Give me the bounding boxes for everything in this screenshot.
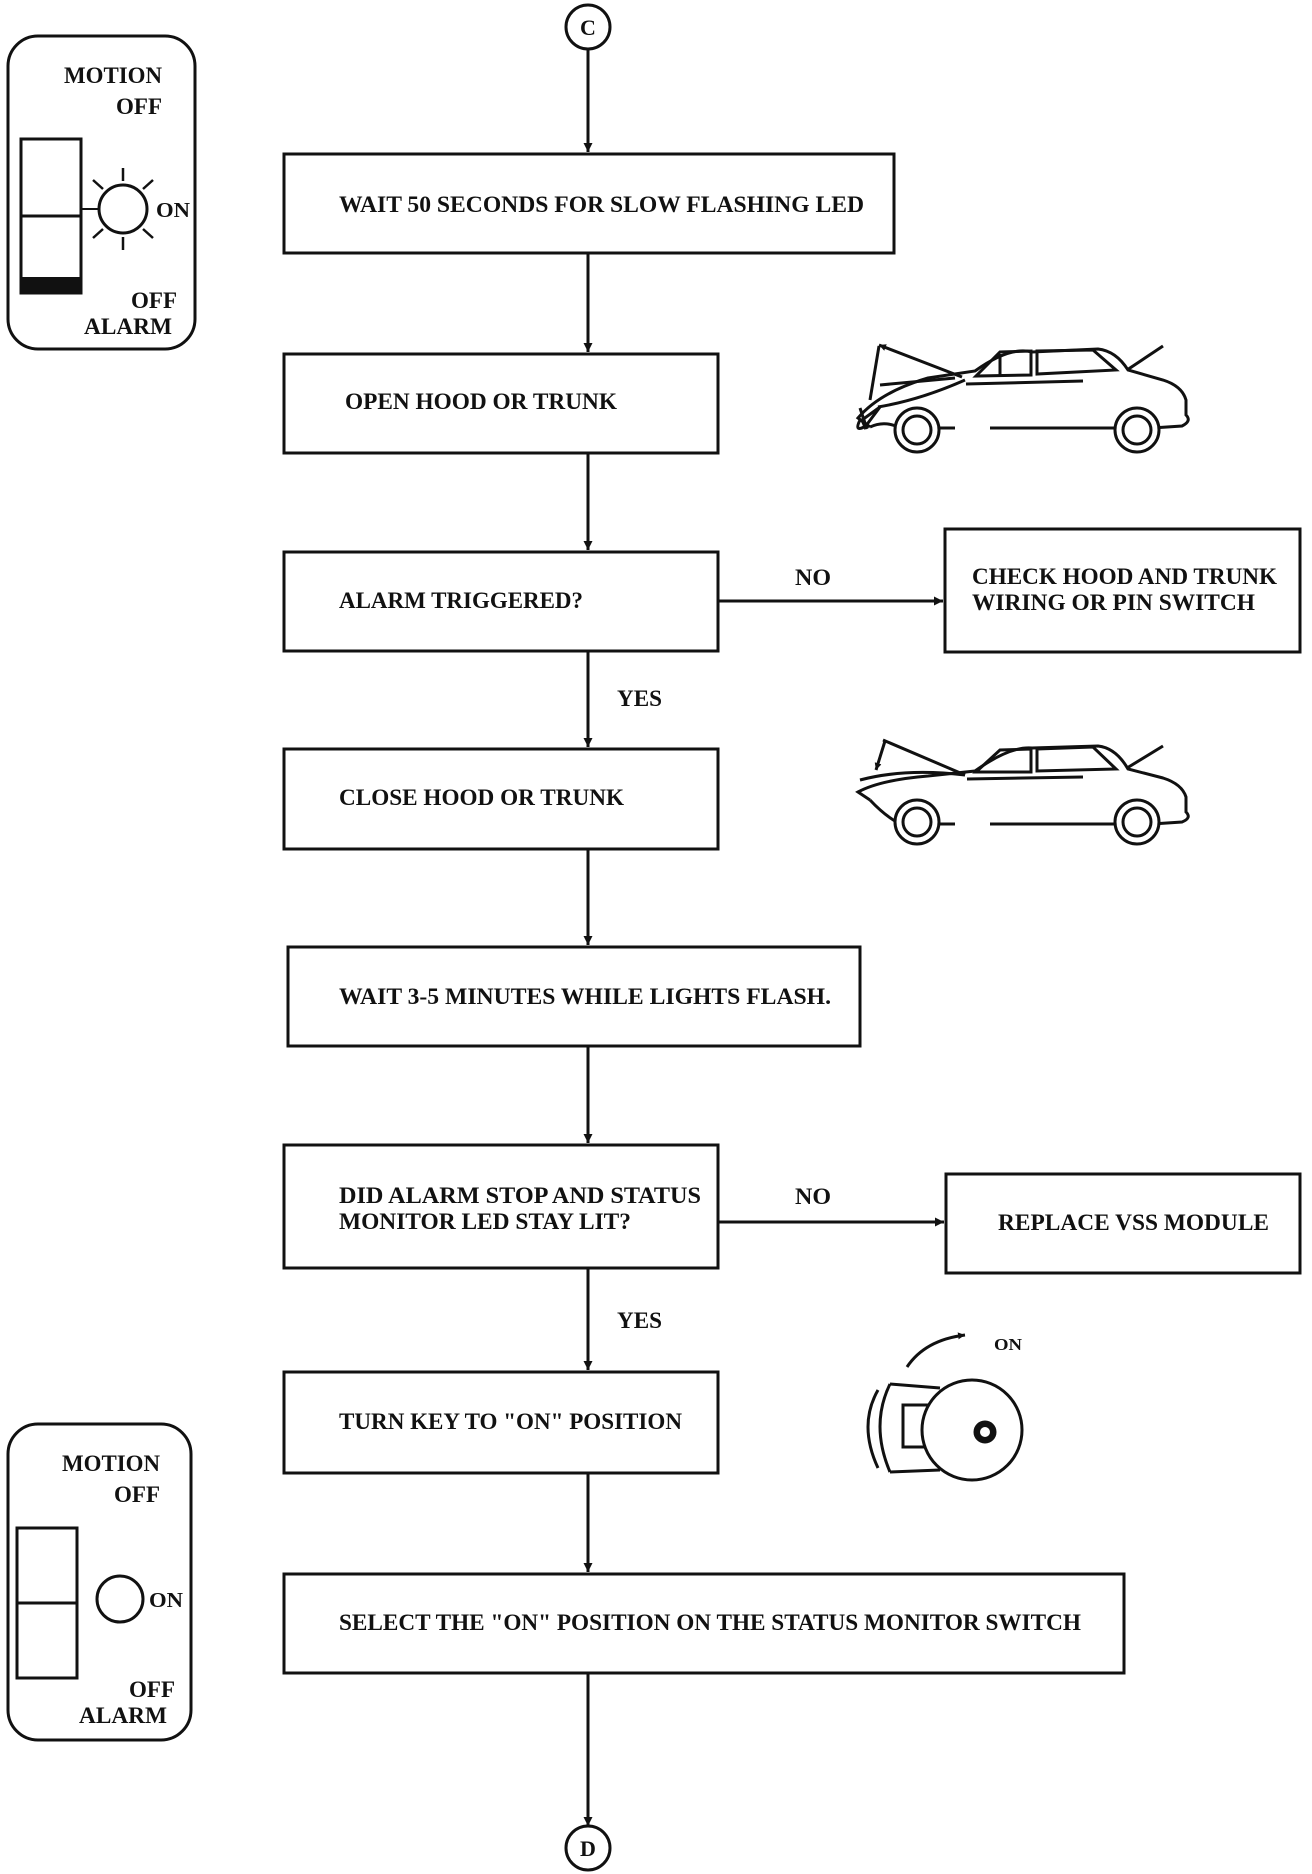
step-wait-3-5-minutes: WAIT 3-5 MINUTES WHILE LIGHTS FLASH. [339, 984, 831, 1009]
car-hood-closing-icon [855, 738, 1190, 846]
status-monitor-switch-icon [6, 1422, 193, 1742]
switch-alarm-label: ALARM [84, 314, 172, 339]
ignition-key-icon [866, 1332, 1024, 1482]
step-open-hood: OPEN HOOD OR TRUNK [345, 389, 617, 414]
switch-off-bottom-label: OFF [129, 1677, 175, 1702]
switch-off-bottom-label: OFF [131, 288, 177, 313]
replace-vss-module: REPLACE VSS MODULE [998, 1210, 1269, 1235]
no-label: NO [795, 1184, 831, 1209]
check-wiring-line2: WIRING OR PIN SWITCH [972, 590, 1255, 615]
step-close-hood: CLOSE HOOD OR TRUNK [339, 785, 624, 810]
switch-off-top-label: OFF [116, 94, 162, 119]
step-box [282, 1370, 720, 1475]
check-wiring-line1: CHECK HOOD AND TRUNK [972, 564, 1277, 589]
action-box [944, 1172, 1302, 1275]
yes-label: YES [617, 1308, 662, 1333]
yes-label: YES [617, 686, 662, 711]
step-box [286, 945, 862, 1048]
switch-off-top-label: OFF [114, 1482, 160, 1507]
status-monitor-switch-icon [6, 34, 197, 351]
step-turn-key: TURN KEY TO "ON" POSITION [339, 1409, 682, 1434]
status-led-steady [95, 1574, 145, 1624]
step-alarm-triggered: ALARM TRIGGERED? [339, 588, 583, 613]
decision-box [282, 550, 720, 653]
status-led-flashing [97, 183, 149, 235]
switch-alarm-label: ALARM [79, 1703, 167, 1728]
switch-on-label: ON [149, 1588, 183, 1612]
connector-d-label: D [580, 1836, 596, 1861]
car-hood-open-icon [855, 343, 1190, 454]
switch-motion-label: MOTION [64, 63, 162, 88]
step-box [282, 1572, 1126, 1675]
switch-on-label: ON [156, 198, 190, 222]
step-box [282, 152, 896, 255]
connector-d [564, 1824, 612, 1872]
action-box [943, 527, 1302, 654]
step-box [282, 747, 720, 851]
decision-box [282, 1143, 720, 1270]
step-wait-50-seconds: WAIT 50 SECONDS FOR SLOW FLASHING LED [339, 192, 864, 217]
no-label: NO [795, 565, 831, 590]
step-box [282, 352, 720, 455]
step-select-on-position: SELECT THE "ON" POSITION ON THE STATUS M… [339, 1610, 1081, 1635]
connector-c-label: C [580, 15, 596, 40]
key-on-label: ON [994, 1335, 1023, 1354]
did-alarm-stop-line1: DID ALARM STOP AND STATUS [339, 1183, 701, 1208]
switch-motion-label: MOTION [62, 1451, 160, 1476]
did-alarm-stop-line2: MONITOR LED STAY LIT? [339, 1209, 631, 1234]
